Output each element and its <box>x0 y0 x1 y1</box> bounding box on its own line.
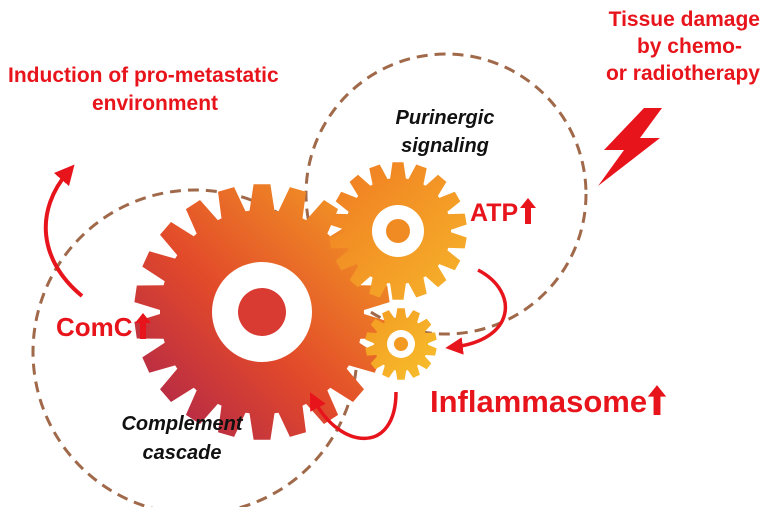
lightning-bolt-icon <box>598 108 662 186</box>
inflammasome-increase-arrow-icon <box>647 385 667 415</box>
comc-label: ComC <box>56 311 151 343</box>
inflammasome-gear-icon <box>365 308 437 380</box>
bigGear-hub <box>238 288 286 336</box>
comc-increase-arrow-icon <box>134 313 151 339</box>
atp-to-inflammasome-arrow-icon <box>445 268 507 355</box>
purinergic-signaling-label: Purinergic signaling <box>395 107 495 157</box>
inflammasome-text: Inflammasome <box>430 384 648 419</box>
inflammasome-to-complement-arrow-icon <box>309 391 398 441</box>
atp-text: ATP <box>470 199 519 227</box>
tissue-damage-label: Tissue damage by chemo- or radiotherapy <box>605 8 760 85</box>
smallGear-hub <box>394 337 408 351</box>
purinergic-signaling-circle <box>304 52 588 336</box>
complement-cascade-label: Complement cascade <box>121 413 243 464</box>
metastatic-environment-label: Induction of pro-metastatic environment <box>8 64 279 115</box>
atp-label: ATP <box>470 198 537 228</box>
atp-increase-arrow-icon <box>520 198 537 224</box>
purinergic-gear-icon <box>329 162 467 300</box>
complement-gear-icon <box>134 184 390 440</box>
inflammasome-label: Inflammasome <box>430 384 667 420</box>
metastasis-arrow-icon <box>43 164 84 298</box>
medGear-hub <box>386 219 410 243</box>
comc-text: ComC <box>56 312 133 342</box>
